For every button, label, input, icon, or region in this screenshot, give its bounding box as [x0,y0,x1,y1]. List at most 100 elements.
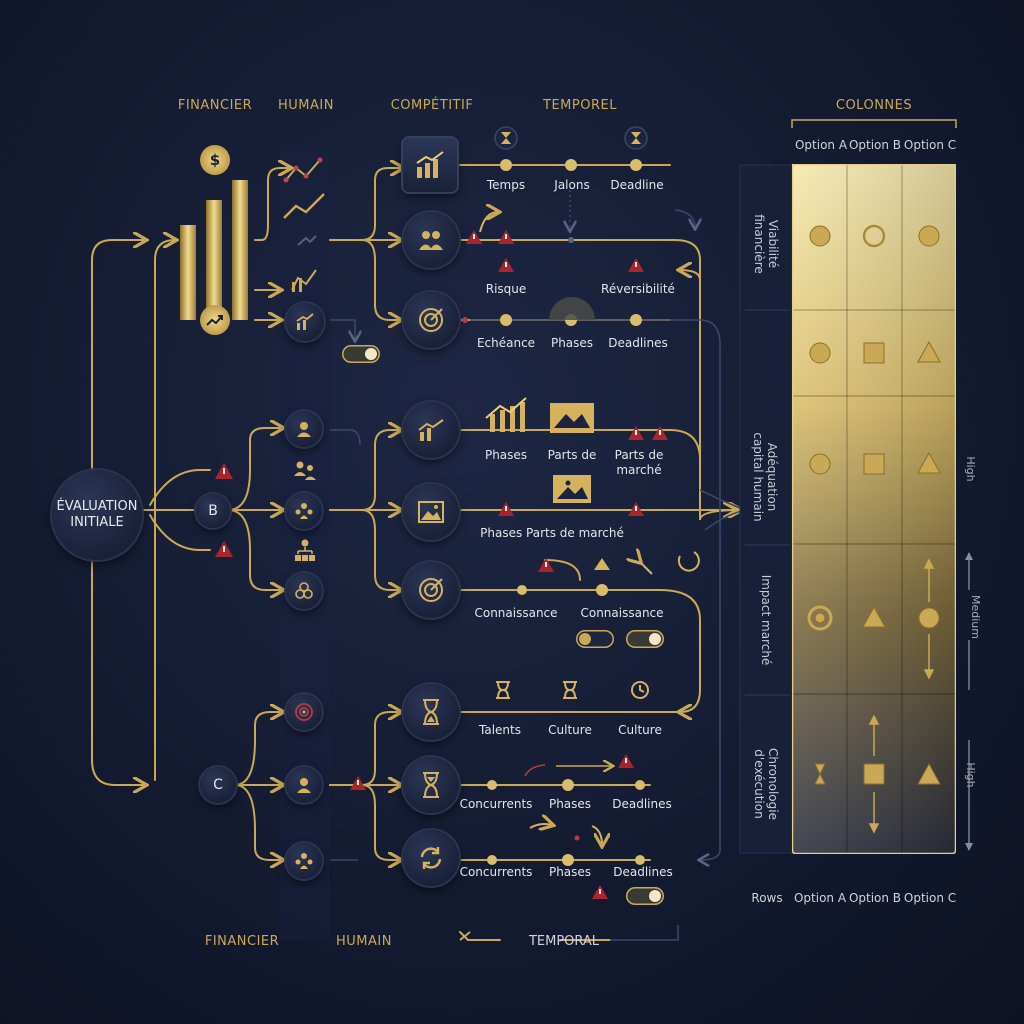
column-header-b: Option B [848,138,902,152]
image-icon [550,403,594,503]
label-echeance: Echéance [476,336,536,350]
competitif-refresh-node[interactable] [403,830,459,886]
humain-trend-icons [283,157,325,292]
humain-target-node[interactable] [286,694,322,730]
toggle-switch-2[interactable] [576,630,614,648]
label-phases-parts: Phases Parts de marché [480,526,624,540]
header-humain: HUMAIN [278,98,334,113]
row-label-viabilite-line2: financière [752,214,766,274]
toggle-switch-3[interactable] [626,630,664,648]
label-temps: Temps [486,178,526,192]
toggle-switch-1[interactable] [342,345,380,363]
network-icon [295,582,313,599]
growth-chart-icon [485,397,527,432]
branch-node-b[interactable]: B [196,494,230,528]
cell-r3-b-square [863,453,885,475]
hourglass-icon [494,126,648,150]
cell-r1-c-circle [918,225,940,247]
gold-bar-1 [180,225,196,320]
label-phases-2: Phases [484,448,528,462]
root-label-line2: INITIALE [70,515,124,530]
root-label-line1: ÉVALUATION [56,499,138,514]
refresh-icon [420,847,442,869]
org-chart-icon [295,539,315,561]
hourglass-icon [496,681,577,699]
label-risque: Risque [485,282,527,296]
target-icon [419,578,443,602]
header-competitif: COMPÉTITIF [390,98,474,113]
row-label-adequation-line2: capital humain [751,432,765,522]
decision-matrix-grid [792,164,956,854]
cell-r2-c-triangle [917,340,941,363]
label-deadlines-1: Deadlines [608,336,668,350]
competitif-image-node[interactable] [403,484,459,540]
label-phases-1: Phases [550,336,594,350]
header-temporel: TEMPOREL [543,98,617,113]
cell-r2-a-circle [809,342,831,364]
team-icon [295,853,313,869]
competitif-chart-node[interactable] [403,138,457,192]
network-node[interactable] [286,573,322,609]
header-financier: FINANCIER [177,98,253,113]
label-concurrents-2: Concurrents [459,865,533,879]
team-node[interactable] [286,493,322,529]
cell-r4-c-circle [918,607,940,629]
team-icon [295,503,313,519]
cell-r5-b-square [863,763,885,785]
label-deadlines-3: Deadlines [613,865,673,879]
competitif-growth-node[interactable] [403,402,459,458]
person-node-1[interactable] [286,411,322,447]
matrix-cell-marks [807,224,941,834]
competitif-hourglass-node-2[interactable] [403,757,459,813]
target-icon [295,703,313,721]
trend-up-icon [416,151,444,178]
label-reversibilite: Réversibilité [601,282,675,296]
branch-node-c[interactable]: C [200,767,236,803]
row-label-impact: Impact marché [759,570,773,670]
trend-up-icon [200,305,230,335]
dollar-icon: $ [200,145,230,175]
row-label-chronologie-line2: d'exécution [752,749,766,819]
label-talents: Talents [479,723,521,737]
trend-up-icon [418,419,444,441]
competitif-target-node-2[interactable] [403,562,459,618]
financier-bar-chart [180,180,248,320]
label-culture-1: Culture [548,723,592,737]
cell-r4-a-ring [807,605,833,631]
label-concurrents-1: Concurrents [459,797,533,811]
row-label-viabilite: Viabilité financière [752,194,780,294]
humain-trend-node[interactable] [286,303,324,341]
label-parts-de-marche-line2: marché [616,463,662,477]
root-node-evaluation[interactable]: ÉVALUATION INITIALE [52,470,142,560]
cell-r4-b-triangle [862,605,886,628]
warning-icon [215,230,668,899]
row-label-adequation: Adéquation capital humain [751,417,779,537]
cell-r3-a-circle [809,453,831,475]
competitif-target-node[interactable] [403,292,459,348]
target-icon [419,308,443,332]
toggle-switch-4[interactable] [626,887,664,905]
scale-high-1: High [964,456,977,482]
row-option-a: Option A [793,891,847,905]
gold-bar-3 [232,180,248,320]
label-deadlines-2: Deadlines [612,797,672,811]
footer-temporal: TEMPORAL [528,934,600,949]
competitif-hourglass-node[interactable] [403,684,459,740]
row-label-adequation-line1: Adéquation [765,442,779,512]
label-parts-de-marche: Parts de marché [615,448,664,478]
team-node-2[interactable] [286,843,322,879]
row-label-viabilite-line1: Viabilité [766,219,780,269]
competitif-people-node[interactable] [403,212,459,268]
rows-label: Rows [751,891,783,905]
row-label-impact-line1: Impact marché [759,574,773,666]
person-icon [297,778,311,793]
label-parts-de: Parts de [547,448,597,462]
cell-r5-a-hourglass [814,763,826,785]
footer-humain: HUMAIN [336,934,392,949]
person-node-2[interactable] [286,767,322,803]
cell-r2-b-square [863,342,885,364]
row-label-chronologie-line1: Chronologie [766,748,780,820]
image-icon [418,501,444,523]
